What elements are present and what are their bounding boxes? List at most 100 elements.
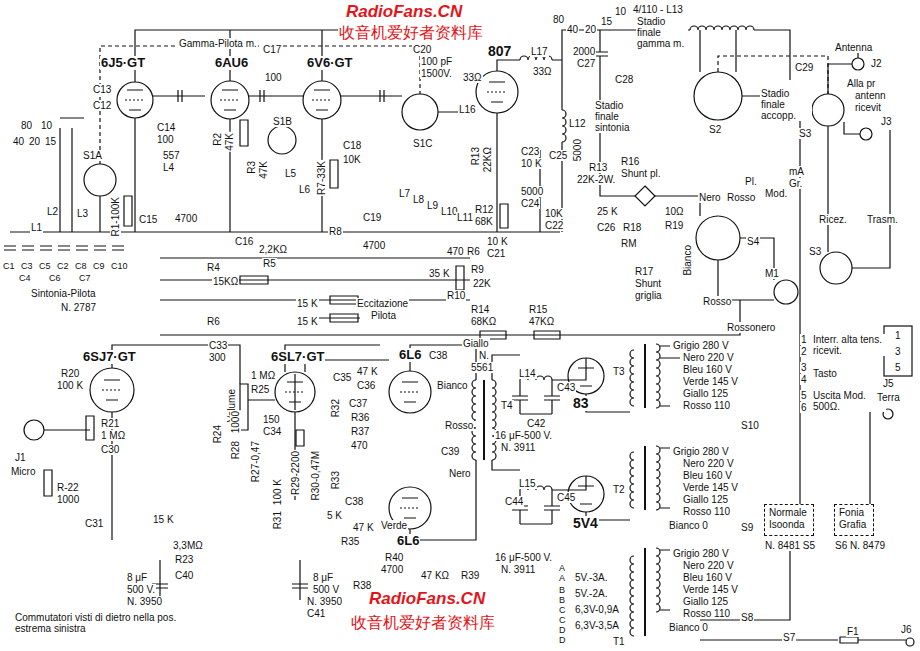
part-label: 10 bbox=[614, 6, 627, 17]
part-label: C26 bbox=[596, 222, 616, 233]
part-label: Verde 145 V bbox=[682, 584, 739, 595]
part-label: 5000 bbox=[520, 186, 544, 197]
part-label: 83 bbox=[572, 396, 590, 411]
part-label: J1 bbox=[14, 452, 27, 463]
part-label: 68KΩ bbox=[470, 316, 497, 327]
part-label: Stadio finale accopp. bbox=[760, 88, 812, 121]
part-label: 47K bbox=[258, 160, 269, 180]
part-label: Verde bbox=[380, 520, 408, 531]
part-label: C40 bbox=[174, 570, 194, 581]
part-label: 16 μF-500 V. bbox=[494, 430, 553, 441]
part-label: 807 bbox=[487, 44, 512, 59]
part-label: 80 bbox=[552, 14, 565, 25]
switch-label: Fonia bbox=[839, 507, 869, 519]
part-label: C22 bbox=[544, 220, 564, 231]
part-label: R20 bbox=[60, 368, 80, 379]
part-label: R23 bbox=[174, 554, 194, 565]
part-label: 100 pF bbox=[420, 56, 453, 67]
part-label: Grigio 280 V bbox=[672, 548, 730, 559]
watermark: RadioFans.CN bbox=[368, 590, 486, 609]
part-label: L3 bbox=[76, 208, 89, 219]
part-label: 6L6 bbox=[396, 534, 420, 548]
part-label: C45 bbox=[556, 492, 576, 503]
part-label: R8 bbox=[328, 226, 343, 237]
part-label: 47K bbox=[224, 132, 235, 152]
part-label: C5 bbox=[38, 262, 52, 272]
part-label: C15 bbox=[138, 214, 158, 225]
part-label: Interr. alta tens. ricevit. bbox=[812, 334, 902, 356]
part-label: S1A bbox=[82, 150, 103, 161]
rotary-switch bbox=[402, 94, 438, 130]
part-label: C43 bbox=[556, 382, 576, 393]
part-label: Giallo 125 bbox=[682, 388, 729, 399]
part-label: Gr. bbox=[788, 178, 803, 189]
part-label: C18 bbox=[342, 140, 362, 151]
jack-symbol bbox=[852, 58, 864, 70]
part-label: 15 K bbox=[296, 316, 319, 327]
part-label: C1 bbox=[2, 262, 16, 272]
rotary-switch bbox=[820, 252, 852, 284]
part-label: R16 bbox=[620, 156, 640, 167]
part-label: C12 bbox=[92, 100, 112, 111]
part-label: Shunt pl. bbox=[620, 168, 661, 179]
part-label: C44 bbox=[504, 496, 524, 507]
part-label: S8 bbox=[740, 612, 754, 623]
part-label: 470 bbox=[350, 440, 369, 451]
part-label: 40 bbox=[566, 24, 579, 35]
part-label: 100 bbox=[264, 72, 283, 83]
part-label: N. 3950 bbox=[126, 596, 163, 607]
part-label: 15 K bbox=[296, 298, 319, 309]
part-label: B bbox=[558, 596, 566, 606]
part-label: Rosso bbox=[444, 420, 474, 431]
part-label: C17 bbox=[262, 44, 282, 55]
part-label: Alla pr bbox=[846, 78, 876, 89]
part-label: 5V.-3A. bbox=[574, 572, 608, 583]
part-label: R31 bbox=[272, 510, 283, 530]
part-label: Micro bbox=[10, 466, 36, 477]
part-label: Bianco bbox=[682, 244, 693, 277]
part-label: 5V.-2A. bbox=[574, 588, 608, 599]
part-label: Stadio finale gamma m. bbox=[636, 16, 688, 49]
part-label: R12 bbox=[474, 204, 494, 215]
switch-box: NormaleIsoonda bbox=[764, 504, 814, 536]
rotary-switch bbox=[268, 126, 296, 154]
part-label: R-22 bbox=[56, 482, 80, 493]
part-label: J5 bbox=[882, 378, 895, 389]
part-label: Bleu 160 V bbox=[682, 470, 733, 481]
part-label: 6SJ7·GT bbox=[82, 350, 137, 364]
part-label: L8 bbox=[412, 194, 425, 205]
part-label: C29 bbox=[794, 62, 814, 73]
part-label: Verde 145 V bbox=[682, 482, 739, 493]
plug-symbol bbox=[906, 638, 914, 646]
part-label: 100 bbox=[156, 134, 175, 145]
part-label: L7 bbox=[398, 188, 411, 199]
part-label: Pilota bbox=[370, 310, 397, 321]
capacitor-symbol bbox=[4, 52, 608, 588]
part-label: C7 bbox=[78, 274, 92, 284]
part-label: L14 bbox=[518, 368, 537, 379]
part-label: N. 3911 bbox=[500, 442, 536, 453]
part-label: 2,2KΩ bbox=[258, 244, 288, 255]
part-label: 5 bbox=[894, 362, 902, 373]
part-label: C35 bbox=[332, 372, 352, 383]
part-label: 47 KΩ bbox=[420, 570, 450, 581]
part-label: 80 bbox=[20, 120, 33, 131]
part-label: Rosso 110 bbox=[682, 608, 731, 619]
part-label: C9 bbox=[92, 262, 106, 272]
part-label: R13 bbox=[470, 146, 481, 166]
switch-label: Isoonda bbox=[769, 519, 809, 531]
part-label: C39 bbox=[440, 446, 460, 457]
part-label: 1 MΩ bbox=[100, 430, 126, 441]
part-label: R36 bbox=[350, 412, 370, 423]
part-label: A bbox=[558, 574, 566, 584]
gang-link bbox=[100, 46, 828, 164]
part-label: Verde 145 V bbox=[682, 376, 739, 387]
part-label: A bbox=[558, 564, 566, 574]
switch-label: Normale bbox=[769, 507, 809, 519]
part-label: C33 bbox=[208, 340, 228, 351]
part-label: Tasto bbox=[812, 368, 838, 379]
part-label: Nero bbox=[698, 192, 722, 203]
part-label: C41 bbox=[306, 608, 326, 619]
part-label: L16 bbox=[458, 104, 477, 115]
part-label: 1 bbox=[894, 330, 902, 341]
